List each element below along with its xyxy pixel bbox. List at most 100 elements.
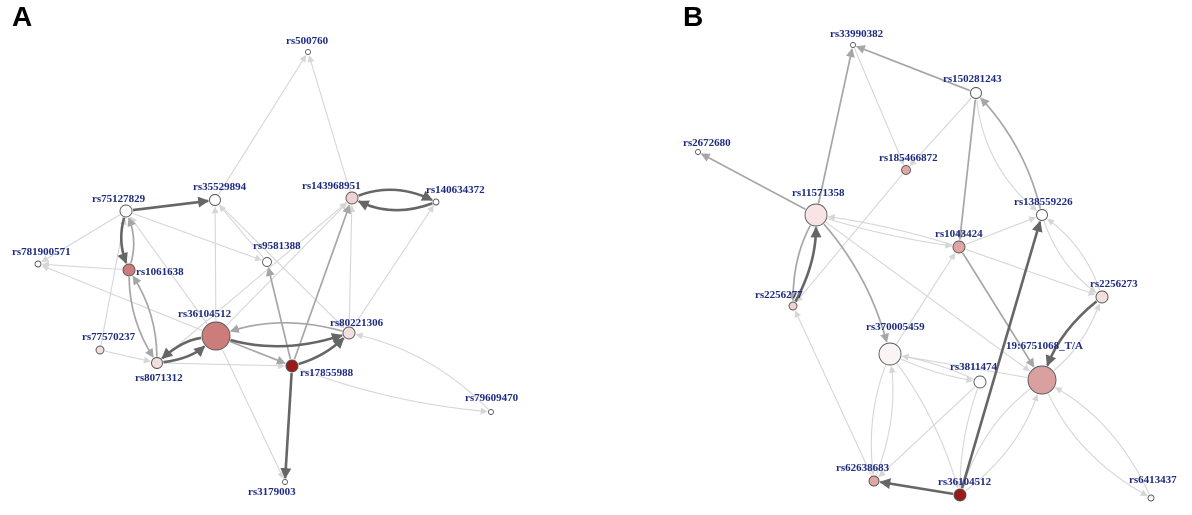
node-label-rs8071312: rs8071312	[135, 372, 183, 384]
node-rs150281243	[970, 87, 982, 99]
edge-rs17855988-to-rs80221306	[298, 337, 345, 366]
edge-rs11571358-to-rs33990382	[817, 48, 855, 204]
node-label-rs3811474: rs3811474	[950, 361, 998, 373]
panel-b-edges	[700, 45, 1150, 497]
edge-rs36104512b-to-rs138559226	[960, 220, 1043, 489]
node-rs75127829	[119, 204, 133, 218]
edge-rs1061638-to-rs7819005711	[41, 261, 123, 271]
edge-rs11571358-to-rs1043424	[827, 218, 953, 249]
node-rs138559226	[1036, 209, 1048, 221]
edge-rs80221306-to-rs36104512	[229, 322, 343, 333]
edge-rs1043424-to-rs11571358	[827, 214, 953, 246]
node-label-rs79609470: rs79609470	[465, 392, 519, 404]
node-label-rs7819005711: rs781900571	[12, 246, 71, 258]
node-rs33990382	[850, 42, 856, 48]
edge-rs75127829-to-rs35529894	[132, 196, 210, 212]
edge-rs36104512-to-rs75127829	[129, 216, 208, 325]
edge-n19-to-rs370005459	[901, 353, 1028, 379]
node-label-rs150281243: rs150281243	[943, 73, 1002, 85]
edge-rs75127829-to-rs9581388	[132, 212, 263, 262]
node-rs370005459	[878, 342, 902, 366]
edge-rs36104512-to-rs17855988	[229, 340, 286, 365]
node-rs185466872	[901, 165, 911, 175]
node-rs2256273	[1095, 290, 1109, 304]
node-label-rs77570237: rs77570237	[82, 331, 136, 343]
edge-rs1043424-to-rs2256273	[965, 248, 1096, 296]
edge-rs36104512-to-rs80221306	[230, 333, 343, 348]
node-rs9581388	[262, 257, 272, 267]
edge-rs150281243-to-rs138559226	[976, 99, 1038, 211]
edge-rs11571358-to-n19	[825, 221, 1031, 372]
panel-b: B rs33990382 rs150281243 rs2672680 rs185466…	[683, 1, 1177, 502]
node-rs2672680	[695, 149, 701, 155]
edge-rs9581388-to-rs35529894	[219, 204, 264, 259]
node-rs3811474	[973, 375, 987, 389]
edge-rs36104512-to-rs7819005711	[41, 264, 203, 331]
node-rs500760	[305, 49, 311, 55]
node-label-n19: 19:6751068_T/A	[1006, 340, 1083, 352]
node-rs140634372	[432, 198, 440, 206]
edge-rs17855988-to-rs79609470	[298, 367, 488, 415]
edge-rs150281243-to-rs1043424	[956, 99, 977, 241]
edge-rs2256273-to-n19	[1045, 300, 1098, 367]
edge-rs2256273-to-rs138559226	[1047, 218, 1101, 291]
node-label-rs62638683: rs62638683	[836, 462, 890, 474]
edge-rs1061638-to-rs8071312	[128, 276, 154, 358]
edge-rs370005459-to-rs3811474	[900, 358, 974, 384]
edge-rs36104512-to-rs143968951	[226, 202, 348, 326]
node-rs80221306	[342, 326, 356, 340]
panel-b-letter: B	[683, 1, 703, 32]
edge-rs8071312-to-rs1061638	[132, 275, 158, 357]
node-label-rs36104512: rs36104512	[178, 308, 232, 320]
node-label-rs138559226: rs138559226	[1014, 196, 1073, 208]
panel-a-letter: A	[12, 1, 32, 32]
node-label-rs36104512b: rs36104512	[938, 476, 992, 488]
node-rs1043424	[952, 240, 966, 254]
edge-rs36104512-to-rs3179003	[221, 349, 284, 480]
edge-rs3811474-to-rs62638683	[878, 386, 976, 478]
node-rs36104512	[201, 321, 231, 351]
node-label-rs75127829: rs75127829	[92, 193, 146, 205]
node-rs36104512b	[953, 488, 967, 502]
edge-rs370005459-to-rs36104512b	[896, 363, 960, 489]
edge-rs11571358-to-rs2672680	[700, 153, 806, 211]
edge-rs75127829-to-rs7819005711	[41, 214, 121, 263]
node-label-rs185466872: rs185466872	[879, 152, 938, 164]
node-label-rs1043424: rs1043424	[935, 228, 983, 240]
node-rs62638683	[868, 475, 880, 487]
edge-rs35529894-to-rs80221306	[219, 204, 345, 329]
node-label-rs2672680: rs2672680	[683, 137, 731, 149]
node-rs143968951	[345, 191, 359, 205]
edge-rs36104512-to-rs35529894	[211, 206, 219, 322]
edge-rs3811474-to-rs36104512b	[956, 388, 979, 489]
node-label-rs80221306: rs80221306	[330, 317, 384, 329]
edge-rs1043424-to-n19	[961, 252, 1035, 368]
edge-rs1043424-to-rs138559226	[965, 216, 1037, 246]
edge-rs36104512-to-rs8071312	[161, 336, 202, 360]
node-label-rs17855988: rs17855988	[300, 367, 354, 379]
edge-rs8071312-to-rs143968951	[161, 202, 347, 360]
node-label-rs6413437: rs6413437	[1129, 474, 1177, 486]
node-label-rs35529894: rs35529894	[193, 181, 247, 193]
edge-rs150281243-to-rs185466872	[909, 97, 973, 167]
node-label-rs2256273: rs2256273	[1090, 278, 1138, 290]
node-label-rs33990382: rs33990382	[830, 28, 884, 40]
edge-rs17855988-to-rs3179003	[280, 372, 293, 480]
edge-rs143968951-to-rs140634372	[358, 188, 433, 202]
node-rs79609470	[488, 409, 494, 415]
edge-rs79609470-to-rs80221306	[355, 332, 489, 410]
edge-rs150281243-to-rs33990382	[855, 45, 971, 92]
node-rs35529894	[209, 194, 221, 206]
edge-rs36104512b-to-n19	[965, 394, 1039, 492]
node-rs2256277	[788, 301, 798, 311]
edge-rs17855988-to-rs9581388	[265, 266, 292, 360]
edge-n19-to-rs6413437	[1047, 393, 1148, 497]
edge-rs17855988-to-rs143968951	[293, 204, 352, 360]
edge-rs77570237-to-rs8071312	[104, 350, 151, 364]
edge-rs80221306-to-rs143968951	[348, 204, 356, 327]
edge-rs370005459-to-rs62638683	[868, 365, 887, 476]
panel-a-edges	[41, 54, 489, 480]
